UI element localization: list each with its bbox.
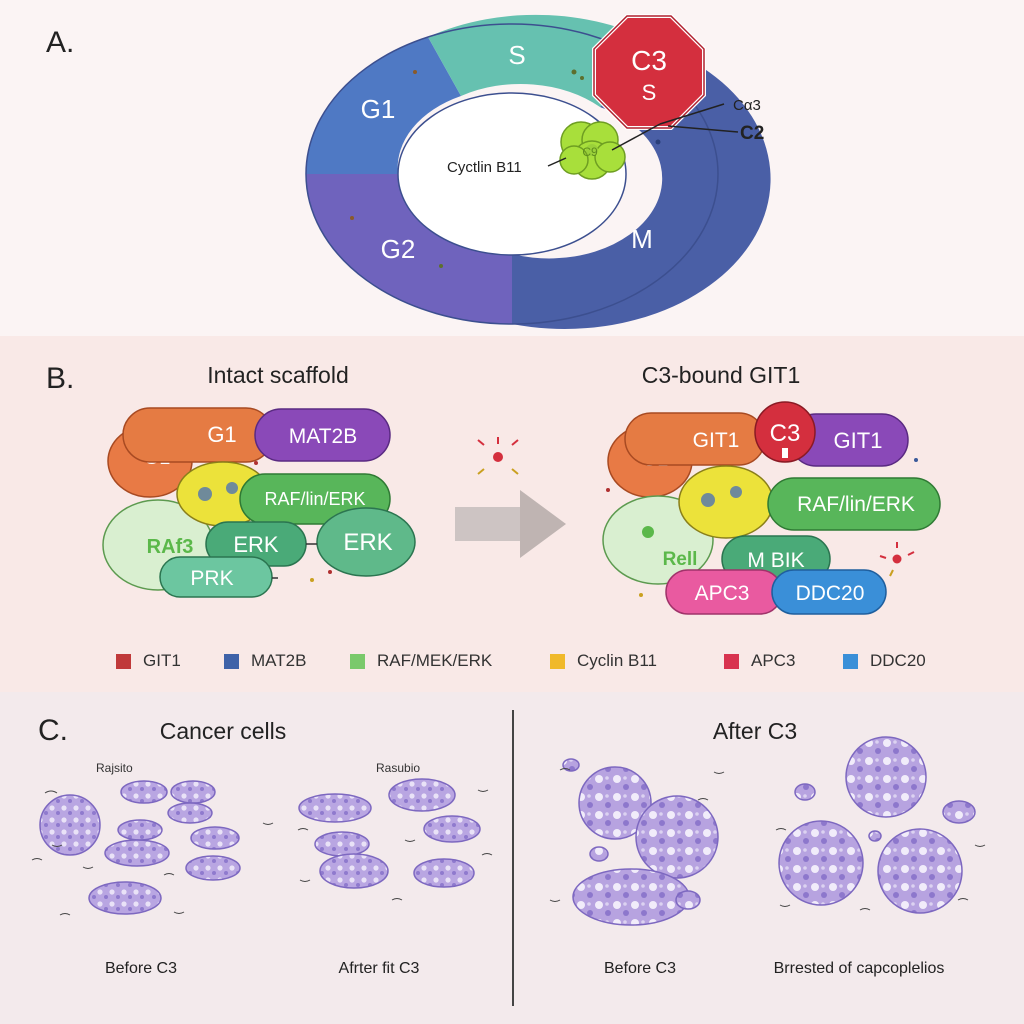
debris-left [31, 789, 493, 916]
ring-outer-edge [305, 23, 719, 325]
mbik-label-right: M BIK [747, 549, 804, 572]
cell-cycle-diagram: G1 S G2 M C9 Cyctlin B11 C3 S Cα3 C2 [305, 14, 771, 329]
cancer-cells-title: Cancer cells [159, 718, 287, 744]
legend: GIT1 MAT2B RAF/MEK/ERK Cyclin B11 APC3 D… [0, 649, 1024, 673]
c3-bound-title: C3-bound GIT1 [641, 362, 801, 388]
callout-line-2 [659, 103, 725, 125]
c3-blob-right [754, 401, 816, 463]
callout-label-1: Cα3 [733, 97, 761, 114]
cyclin-complex [559, 121, 626, 180]
legend-swatch [116, 653, 131, 669]
raf-label-right: RAF/lin/ERK [797, 493, 915, 516]
caption-before-c3-left: Before C3 [105, 960, 177, 977]
ddc20-blob-right [771, 569, 887, 615]
phase-g1-segment [305, 37, 461, 174]
phase-m-label: M [631, 224, 653, 254]
phase-g2-segment [306, 174, 512, 324]
legend-swatch [843, 653, 858, 669]
legend-item-ddc20: DDC20 [843, 649, 926, 673]
panel-a: A. G1 S G2 M C9 Cyctlin B11 C3 S [0, 0, 1024, 336]
c3-inhibitor-label: C3 [631, 45, 667, 76]
burst-icon-right [879, 542, 915, 577]
callout-label-2: C2 [740, 123, 764, 144]
cell-cluster-before [39, 780, 241, 915]
legend-label: Cyclin B11 [577, 651, 657, 670]
erk-right-blob [316, 507, 416, 577]
debris-right [549, 768, 986, 911]
legend-label: GIT1 [143, 651, 181, 670]
mat2b-blob [254, 408, 391, 462]
c3-inhibitor-sublabel: S [642, 80, 657, 105]
legend-swatch [724, 653, 739, 669]
center-label: Cyctlin B11 [447, 159, 522, 176]
raf-label-left: RAF/lin/ERK [264, 489, 365, 509]
ddc20-label-right: DDC20 [796, 582, 865, 605]
legend-swatch [224, 653, 239, 669]
panel-a-letter: A. [46, 26, 75, 59]
panel-c-divider [512, 710, 514, 1006]
phase-s-label: S [508, 40, 525, 70]
intact-scaffold-title: Intact scaffold [207, 362, 349, 388]
legend-item-raf: RAF/MEK/ERK [350, 649, 492, 673]
legend-item-apc3: APC3 [724, 649, 795, 673]
cell-cluster-right-before [562, 758, 719, 926]
burst-icon-middle [477, 437, 519, 475]
mat2b-label: MAT2B [289, 425, 357, 448]
phase-g1-label: G1 [361, 94, 396, 124]
legend-label: APC3 [751, 651, 796, 670]
annotation-rajsito: Rajsito [96, 761, 133, 775]
git1-front-label: G1 [207, 422, 236, 447]
caption-arrested: Brrested of capcoplelios [774, 960, 945, 977]
raf-blob-right [767, 477, 941, 531]
legend-label: RAF/MEK/ERK [377, 651, 493, 670]
annotation-rasubio: Rasubio [376, 761, 420, 775]
cell-cluster-right-arrested [778, 736, 976, 914]
erk-bottom-blob [159, 556, 273, 598]
phase-m-segment [512, 48, 771, 329]
erk-mid-label: ERK [233, 532, 279, 557]
erk-bottom-label: PRK [190, 567, 233, 590]
legend-item-cyclin: Cyclin B11 [550, 649, 657, 673]
legend-item-git1: GIT1 [116, 649, 181, 673]
caption-after-fit-c3: Afrter fit C3 [339, 960, 420, 977]
apc3-label-right: APC3 [695, 582, 750, 605]
legend-label: DDC20 [870, 651, 926, 670]
callout-line-3 [667, 125, 739, 133]
legend-label: MAT2B [251, 651, 307, 670]
git1-front-label-right: GIT1 [693, 429, 740, 452]
cell-cluster-after-fit [298, 778, 481, 889]
cyclin-complex-label: C9 [582, 145, 598, 159]
panel-c-letter: C. [38, 714, 68, 747]
raf-light-label: RAf3 [147, 536, 194, 558]
panel-b-letter: B. [46, 362, 75, 395]
after-c3-title: After C3 [712, 718, 798, 744]
legend-swatch [550, 653, 565, 669]
center-label-pointer [547, 157, 567, 167]
raf-light-label-right: Rell [663, 549, 698, 570]
caption-before-c3-right: Before C3 [604, 960, 676, 977]
erk-right-label: ERK [343, 529, 392, 556]
transition-arrow-icon [455, 490, 566, 558]
callout-line-1 [611, 123, 661, 151]
git1-purple-label-right: GIT1 [834, 428, 883, 453]
legend-item-mat2b: MAT2B [224, 649, 306, 673]
phase-g2-label: G2 [381, 234, 416, 264]
legend-swatch [350, 653, 365, 669]
c3-label-right: C3 [770, 420, 801, 447]
